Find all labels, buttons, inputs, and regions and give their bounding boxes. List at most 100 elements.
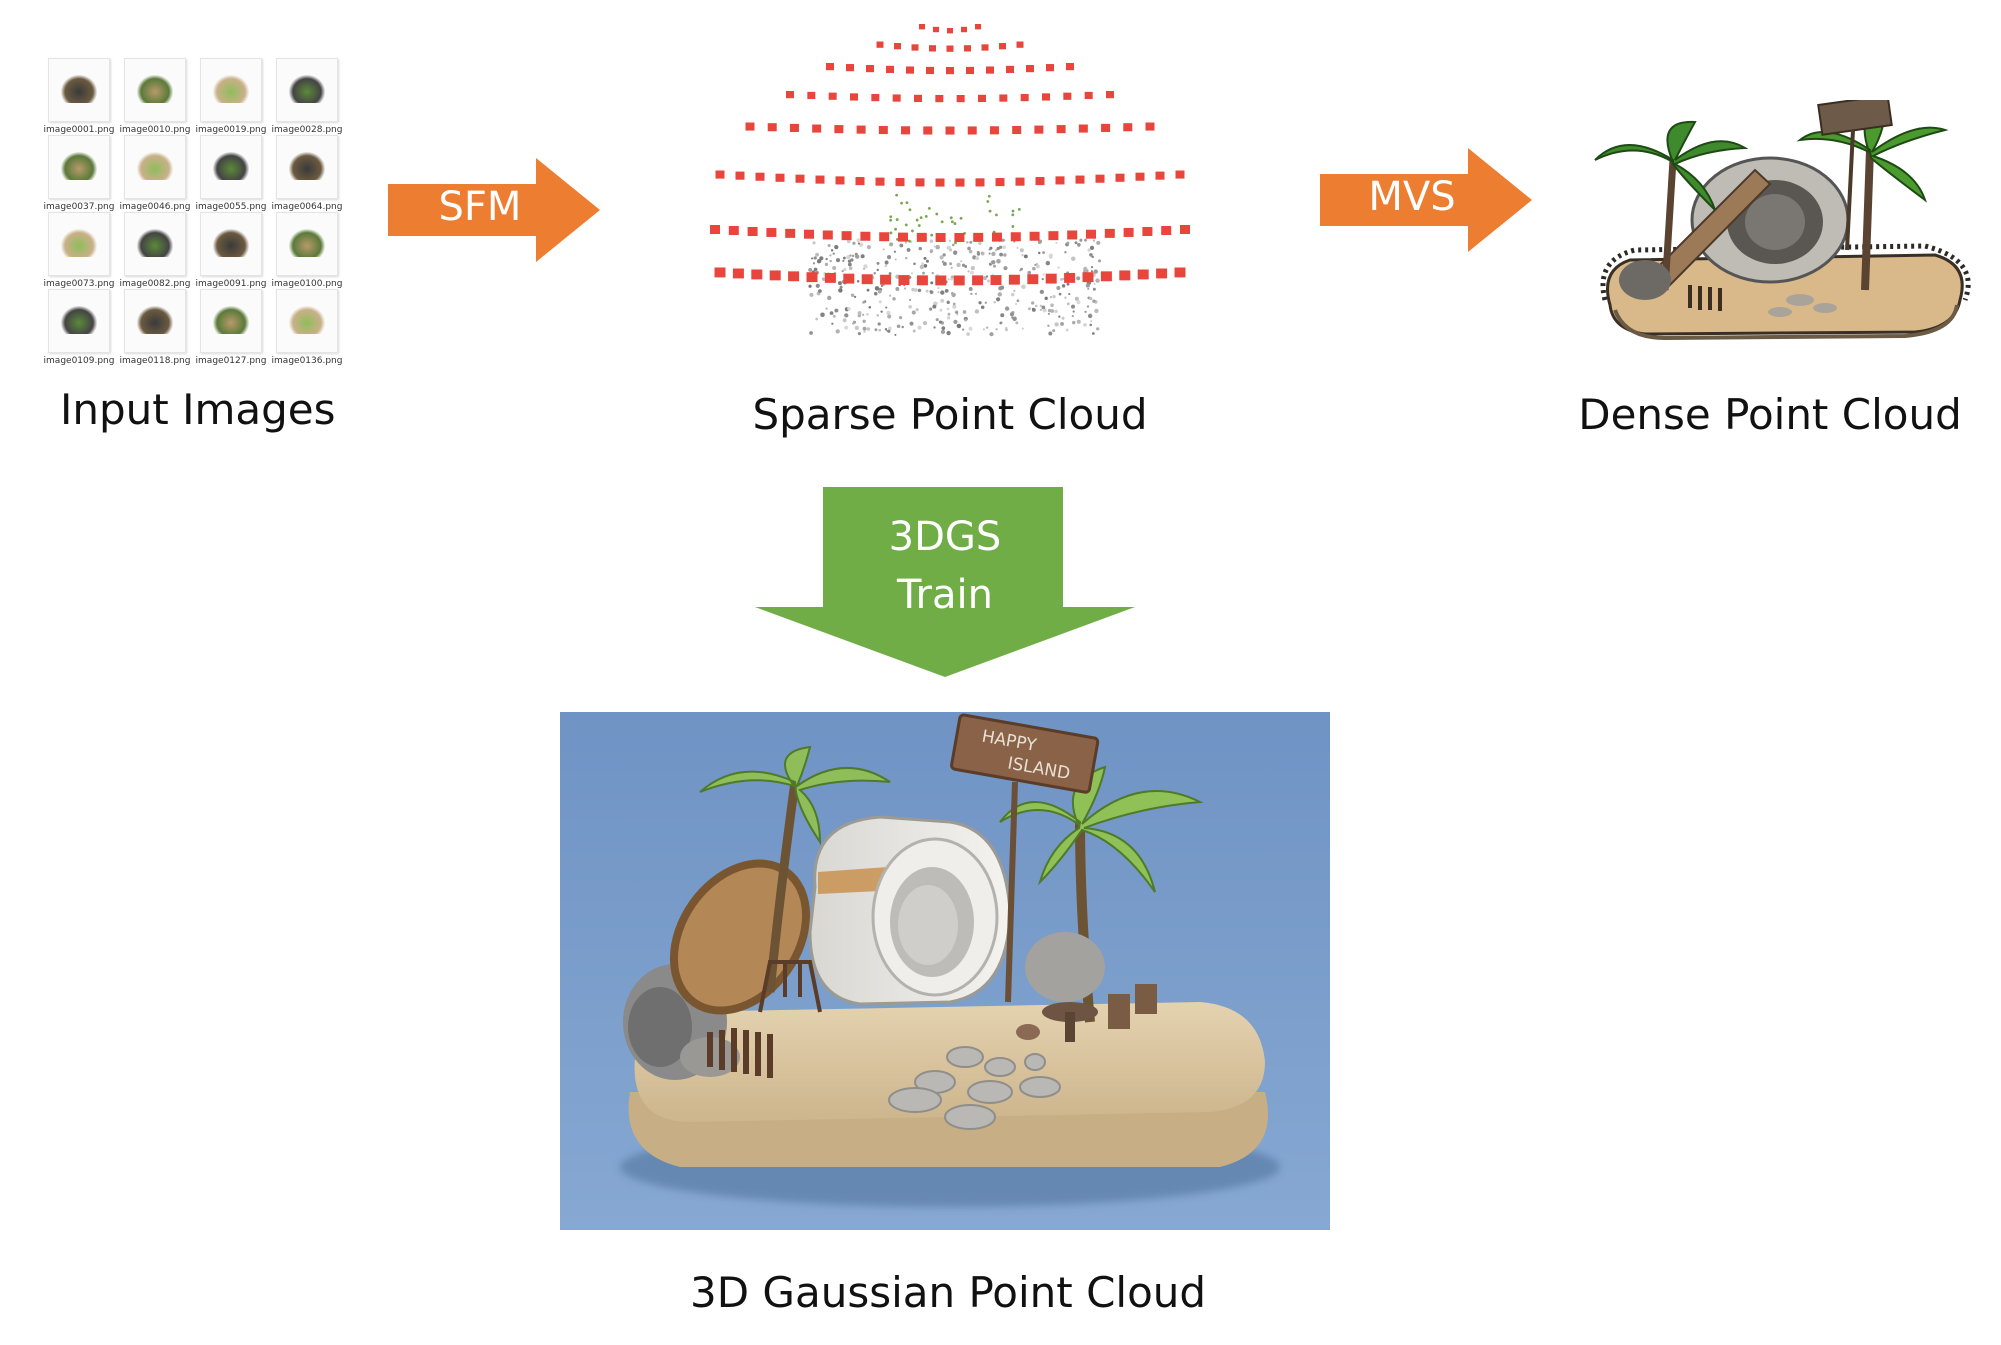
sparse-point — [834, 244, 839, 250]
sparse-point — [884, 328, 888, 331]
sparse-point — [856, 238, 861, 243]
camera-marker — [1078, 124, 1088, 133]
sparse-point — [909, 321, 914, 326]
mvs-arrow — [1320, 148, 1532, 252]
camera-marker — [886, 65, 894, 74]
sparse-point — [880, 310, 883, 313]
sparse-point — [884, 264, 888, 268]
sparse-point — [893, 250, 897, 253]
camera-marker — [955, 178, 965, 187]
sparse-point — [1071, 256, 1076, 261]
sparse-point — [991, 251, 996, 257]
sparse-point — [982, 276, 987, 281]
sparse-point — [939, 255, 944, 260]
sparse-point — [1000, 285, 1005, 290]
sparse-point — [953, 250, 958, 255]
input-images-label: Input Images — [60, 385, 336, 434]
sparse-point — [996, 258, 1001, 264]
sparse-point — [951, 243, 955, 247]
sparse-point — [886, 310, 891, 315]
camera-marker — [935, 232, 946, 242]
sparse-point — [1092, 287, 1096, 291]
sparse-point — [932, 304, 937, 309]
sparse-point — [832, 314, 836, 318]
camera-marker — [804, 229, 814, 239]
sparse-point — [1027, 270, 1032, 275]
sparse-point — [1004, 306, 1010, 311]
thumbnail-filename: image0100.png — [271, 279, 343, 289]
input-image-thumbnail: image0046.png — [120, 135, 190, 212]
sparse-point — [1086, 305, 1090, 308]
sparse-point — [851, 254, 855, 258]
sparse-point — [815, 283, 820, 288]
sparse-point — [895, 193, 898, 197]
sparse-point — [847, 262, 852, 267]
camera-marker — [916, 232, 927, 242]
sparse-point — [1015, 321, 1019, 325]
thumbnail-preview — [213, 306, 249, 334]
input-image-thumbnail: image0136.png — [272, 289, 342, 366]
sparse-point — [962, 328, 965, 331]
camera-marker — [828, 92, 837, 100]
sparse-point — [834, 308, 839, 313]
sparse-point — [829, 259, 832, 263]
sparse-point — [873, 291, 878, 296]
sparse-point — [1084, 238, 1087, 242]
sparse-point — [900, 201, 903, 205]
camera-marker — [990, 275, 1002, 286]
input-image-thumbnail: image0010.png — [120, 58, 190, 135]
sparse-point — [978, 241, 982, 246]
camera-marker — [755, 172, 765, 181]
sparse-point — [967, 246, 971, 251]
camera-marker — [1156, 268, 1168, 279]
sparse-point — [941, 326, 946, 331]
sparse-point — [915, 308, 919, 312]
sparse-point — [982, 328, 986, 331]
input-image-thumbnail: image0073.png — [44, 212, 114, 289]
sparse-point — [1054, 322, 1059, 327]
sparse-point — [933, 326, 936, 329]
camera-marker — [876, 41, 884, 48]
sparse-point — [887, 314, 892, 319]
sparse-point — [995, 328, 998, 331]
sfm-arrow — [388, 158, 600, 262]
sparse-point — [946, 330, 951, 336]
sparse-point — [930, 281, 934, 285]
camera-marker — [745, 122, 755, 131]
camera-marker — [1010, 232, 1021, 242]
camera-marker — [981, 44, 989, 51]
sparse-point — [923, 256, 927, 260]
sparse-point — [970, 292, 973, 296]
sparse-point — [863, 264, 868, 269]
thumbnail-preview — [289, 229, 325, 257]
camera-marker — [786, 91, 794, 99]
sparse-point — [868, 306, 872, 309]
sparse-point — [1021, 327, 1024, 330]
camera-marker — [916, 275, 928, 286]
camera-marker — [1045, 273, 1057, 284]
sparse-point — [1052, 329, 1056, 333]
sparse-point — [889, 242, 894, 247]
camera-marker — [1020, 93, 1029, 102]
input-image-thumbnail: image0019.png — [196, 58, 266, 135]
sparse-point — [895, 218, 899, 221]
thumbnail-preview — [213, 75, 249, 103]
sparse-point — [913, 288, 918, 292]
sparse-point — [808, 284, 812, 288]
camera-marker — [972, 275, 984, 286]
sparse-point — [999, 245, 1003, 249]
sparse-point — [919, 216, 923, 220]
sparse-point — [960, 260, 963, 263]
sparse-point — [1092, 239, 1096, 242]
sparse-point — [1032, 266, 1036, 271]
sparse-point — [1092, 299, 1096, 303]
sparse-point — [939, 308, 943, 312]
sparse-point — [888, 326, 892, 331]
sparse-point — [966, 241, 969, 244]
sparse-point — [1055, 241, 1058, 244]
sparse-point — [1098, 259, 1102, 263]
camera-marker — [788, 271, 800, 282]
thumbnail-preview — [137, 152, 173, 180]
sparse-point — [1041, 305, 1046, 310]
sparse-point — [1074, 296, 1079, 301]
